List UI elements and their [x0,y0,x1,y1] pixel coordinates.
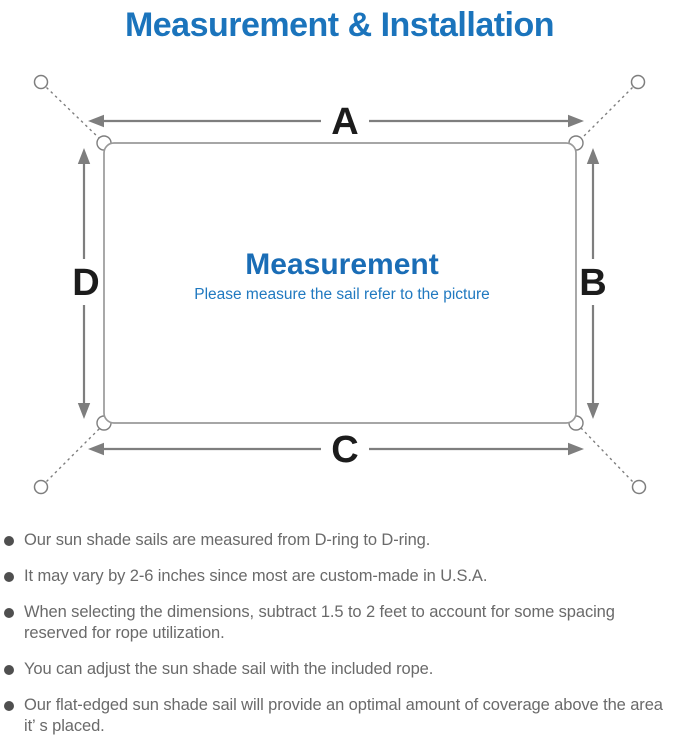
dashed-rope-bottom-right [580,427,634,482]
center-caption: Measurement Please measure the sail refe… [194,248,490,303]
dim-d-arrowhead-bottom [77,403,91,419]
note-text: Our flat-edged sun shade sail will provi… [24,696,663,735]
bullet-dot-icon [4,607,14,618]
note-text: Our sun shade sails are measured from D-… [24,531,431,549]
note-item-1: Our sun shade sails are measured from D-… [0,530,674,551]
anchor-circle-bottom-left [33,479,49,495]
dashed-rope-top-left [46,86,101,140]
note-item-2: It may vary by 2-6 inches since most are… [0,566,674,587]
anchor-circle-top-left [33,74,49,90]
dim-a-arrowhead-left [88,114,104,128]
note-item-5: Our flat-edged sun shade sail will provi… [0,695,674,737]
sail-rectangle [103,142,577,424]
measurement-heading: Measurement [245,248,438,281]
dimension-b: B [579,148,607,419]
notes-list: Our sun shade sails are measured from D-… [0,530,674,752]
dim-b-arrowhead-bottom [586,403,600,419]
dim-label-a: A [331,101,358,143]
bullet-dot-icon [4,571,14,582]
sail-measurement-diagram: A C D B Measurement Please measure the s… [0,59,679,519]
dimension-d: D [72,148,100,419]
bullet-dot-icon [4,535,14,546]
note-text: It may vary by 2-6 inches since most are… [24,567,488,585]
diagram-canvas: A C D B Measurement Please measure the s… [33,74,647,495]
dimension-c: C [88,429,584,471]
bullet-dot-icon [4,700,14,711]
note-text: When selecting the dimensions, subtract … [24,603,615,642]
dim-label-d: D [72,262,99,304]
dim-label-c: C [331,429,358,471]
corner-d-rings [96,135,584,431]
dim-a-arrowhead-right [568,114,584,128]
anchor-circle-bottom-right [631,479,647,495]
dashed-rope-bottom-left [46,427,101,482]
anchor-circle-top-right [630,74,646,90]
dim-b-arrowhead-top [586,148,600,164]
bullet-dot-icon [4,664,14,675]
dashed-rope-top-right [580,87,633,140]
dim-d-arrowhead-top [77,148,91,164]
anchor-points [33,74,647,495]
dim-label-b: B [579,262,606,304]
note-item-3: When selecting the dimensions, subtract … [0,602,674,644]
note-text: You can adjust the sun shade sail with t… [24,660,434,678]
dim-c-arrowhead-right [568,442,584,456]
dimension-a: A [88,101,584,143]
tension-ropes [46,86,634,482]
page-title: Measurement & Installation [124,6,555,44]
measurement-subtitle: Please measure the sail refer to the pic… [194,286,490,303]
note-item-4: You can adjust the sun shade sail with t… [0,659,674,680]
dim-c-arrowhead-left [88,442,104,456]
